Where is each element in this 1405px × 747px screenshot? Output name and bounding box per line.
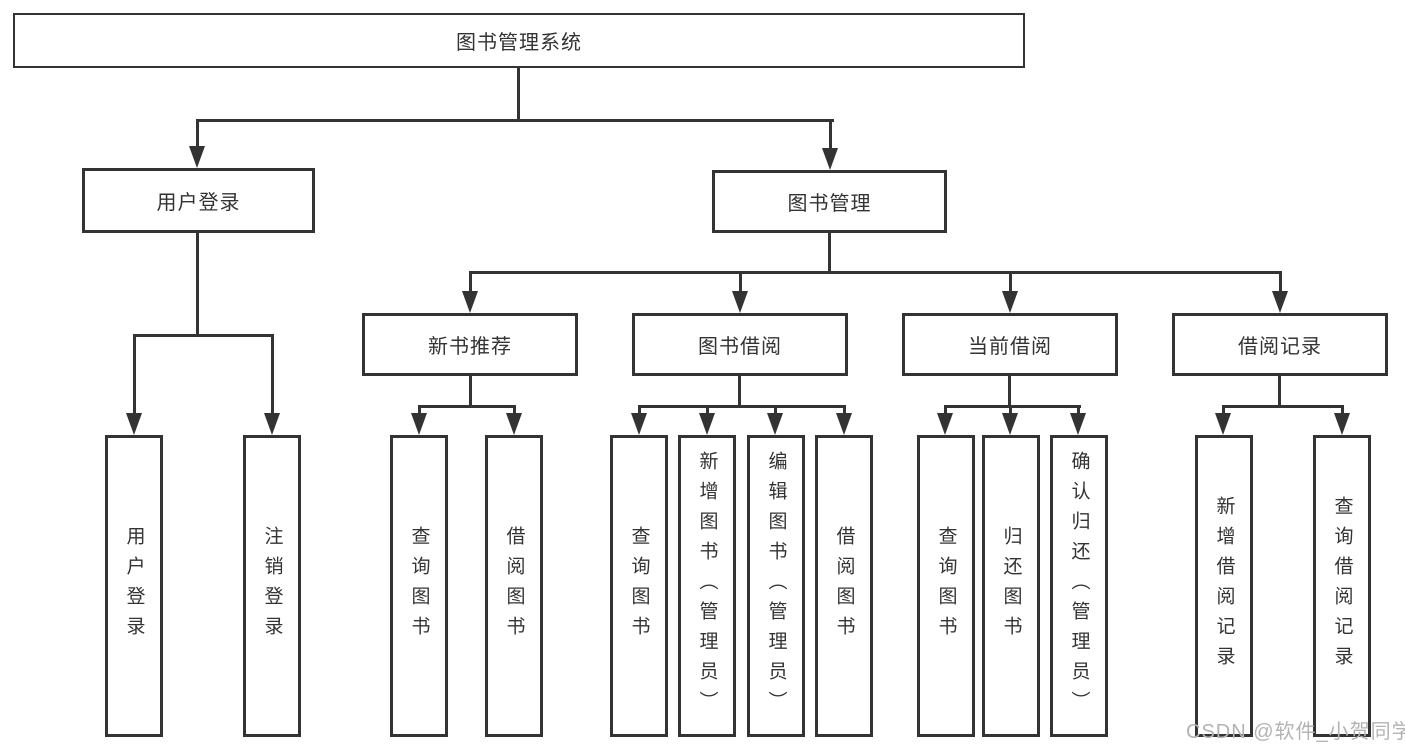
connector-bookmgmt-stem xyxy=(828,233,831,274)
node-new-book-recommend-label: 新书推荐 xyxy=(428,336,512,358)
node-new-book-recommend: 新书推荐 xyxy=(362,313,578,376)
connector-bookborrow-drop4 xyxy=(843,405,846,418)
leaf-add-borrow-record: 新增借阅记录 xyxy=(1195,435,1253,737)
csdn-watermark: CSDN @软件_小贺同学 xyxy=(1186,721,1405,743)
leaf-borrow-book-newbook: 借阅图书 xyxy=(485,435,543,737)
node-book-borrow-label: 图书借阅 xyxy=(698,336,782,358)
leaf-query-book-borrow: 查询图书 xyxy=(610,435,668,737)
connector-bookborrow-drop2 xyxy=(706,405,709,418)
connector-borrowrecord-drop2 xyxy=(1341,405,1344,418)
leaf-add-book-admin-label: 新增图书（管理员） xyxy=(696,451,718,721)
connector-root-stem xyxy=(517,68,520,122)
node-user-login: 用户登录 xyxy=(82,168,315,233)
leaf-query-borrow-record-label: 查询借阅记录 xyxy=(1331,496,1353,676)
connector-bookborrow-branch xyxy=(638,405,846,408)
arrow-down-icon xyxy=(1002,291,1018,313)
leaf-confirm-return-admin: 确认归还（管理员） xyxy=(1050,435,1108,737)
connector-userlogin-branch xyxy=(133,334,274,337)
arrow-down-icon xyxy=(836,413,852,435)
connector-bookborrow-stem xyxy=(738,376,741,408)
arrow-down-icon xyxy=(1002,413,1018,435)
node-book-management: 图书管理 xyxy=(712,170,947,233)
leaf-edit-book-admin-label: 编辑图书（管理员） xyxy=(765,451,787,721)
leaf-borrow-book: 借阅图书 xyxy=(815,435,873,737)
leaf-logout-login: 注销登录 xyxy=(243,435,301,737)
arrow-down-icon xyxy=(506,413,522,435)
arrow-down-icon xyxy=(462,291,478,313)
leaf-borrow-book-label: 借阅图书 xyxy=(833,526,855,646)
leaf-add-book-admin: 新增图书（管理员） xyxy=(678,435,736,737)
node-borrow-record-label: 借阅记录 xyxy=(1238,336,1322,358)
leaf-add-borrow-record-label: 新增借阅记录 xyxy=(1213,496,1235,676)
arrow-down-icon xyxy=(189,146,205,168)
connector-root-right-drop xyxy=(829,119,832,151)
arrow-down-icon xyxy=(937,413,953,435)
arrow-down-icon xyxy=(411,413,427,435)
connector-borrowrecord-drop1 xyxy=(1222,405,1225,418)
leaf-query-book-newbook: 查询图书 xyxy=(390,435,448,737)
leaf-query-book-current: 查询图书 xyxy=(917,435,975,737)
node-user-login-label: 用户登录 xyxy=(156,192,241,214)
leaf-return-book: 归还图书 xyxy=(982,435,1040,737)
connector-root-branch xyxy=(196,119,834,122)
connector-currentborrow-drop3 xyxy=(1077,405,1080,418)
node-current-borrow: 当前借阅 xyxy=(902,313,1118,376)
leaf-return-book-label: 归还图书 xyxy=(1000,526,1022,646)
connector-currentborrow-branch xyxy=(944,405,1081,408)
node-root-label: 图书管理系统 xyxy=(456,32,582,54)
leaf-query-book-borrow-label: 查询图书 xyxy=(628,526,650,646)
connector-currentborrow-drop2 xyxy=(1009,405,1012,418)
connector-userlogin-drop1 xyxy=(133,334,136,416)
connector-currentborrow-drop1 xyxy=(944,405,947,418)
connector-bookborrow-drop1 xyxy=(638,405,641,418)
leaf-query-borrow-record: 查询借阅记录 xyxy=(1313,435,1371,737)
arrow-down-icon xyxy=(699,413,715,435)
arrow-down-icon xyxy=(126,413,142,435)
connector-newbook-drop1 xyxy=(418,405,421,418)
connector-bookmgmt-branch xyxy=(469,271,1282,274)
leaf-user-login-label: 用户登录 xyxy=(123,526,145,646)
leaf-query-book-current-label: 查询图书 xyxy=(935,526,957,646)
connector-bookmgmt-drop2 xyxy=(739,271,742,295)
leaf-user-login: 用户登录 xyxy=(105,435,163,737)
node-book-borrow: 图书借阅 xyxy=(632,313,848,376)
arrow-down-icon xyxy=(822,148,838,170)
connector-bookborrow-drop3 xyxy=(774,405,777,418)
arrow-down-icon xyxy=(767,413,783,435)
leaf-borrow-book-newbook-label: 借阅图书 xyxy=(503,526,525,646)
arrow-down-icon xyxy=(1272,291,1288,313)
connector-bookmgmt-drop1 xyxy=(469,271,472,295)
connector-newbook-branch xyxy=(418,405,516,408)
connector-borrowrecord-branch xyxy=(1222,405,1344,408)
connector-currentborrow-stem xyxy=(1008,376,1011,408)
connector-userlogin-stem xyxy=(196,233,199,337)
leaf-logout-login-label: 注销登录 xyxy=(261,526,283,646)
connector-userlogin-drop2 xyxy=(271,334,274,416)
arrow-down-icon xyxy=(1070,413,1086,435)
arrow-down-icon xyxy=(264,413,280,435)
arrow-down-icon xyxy=(1334,413,1350,435)
arrow-down-icon xyxy=(732,291,748,313)
leaf-query-book-newbook-label: 查询图书 xyxy=(408,526,430,646)
arrow-down-icon xyxy=(631,413,647,435)
connector-bookmgmt-drop4 xyxy=(1279,271,1282,295)
node-book-management-label: 图书管理 xyxy=(787,193,872,215)
arrow-down-icon xyxy=(1215,413,1231,435)
node-root-system: 图书管理系统 xyxy=(13,13,1025,68)
leaf-confirm-return-admin-label: 确认归还（管理员） xyxy=(1068,451,1090,721)
leaf-edit-book-admin: 编辑图书（管理员） xyxy=(747,435,805,737)
node-current-borrow-label: 当前借阅 xyxy=(968,336,1052,358)
connector-root-left-drop xyxy=(196,119,199,149)
connector-bookmgmt-drop3 xyxy=(1009,271,1012,295)
connector-newbook-drop2 xyxy=(513,405,516,418)
connector-newbook-stem xyxy=(469,376,472,408)
node-borrow-record: 借阅记录 xyxy=(1172,313,1388,376)
connector-borrowrecord-stem xyxy=(1278,376,1281,408)
